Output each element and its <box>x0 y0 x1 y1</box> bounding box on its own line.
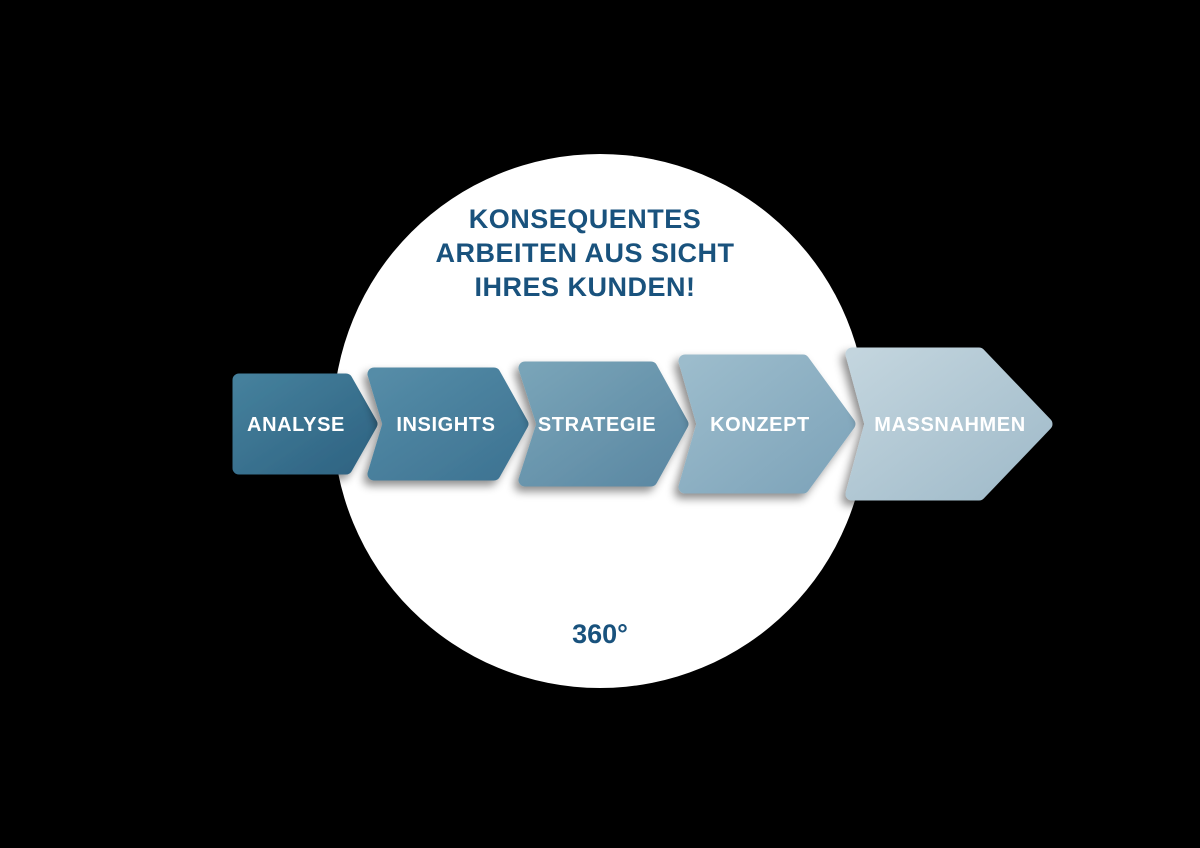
headline-line-3: IHRES KUNDEN! <box>474 272 695 302</box>
step-label-strategie: STRATEGIE <box>538 414 656 436</box>
step-arrow-strategie: STRATEGIE <box>518 361 689 487</box>
degree-label: 360° <box>572 619 628 649</box>
step-label-analyse: ANALYSE <box>247 414 345 436</box>
step-arrow-massnahmen: MASSNAHMEN <box>845 347 1053 501</box>
arrow-shape-konzept <box>678 354 856 494</box>
step-arrow-insights: INSIGHTS <box>367 367 529 481</box>
step-label-massnahmen: MASSNAHMEN <box>874 414 1026 436</box>
headline-line-2: ARBEITEN AUS SICHT <box>435 238 734 268</box>
step-arrow-konzept: KONZEPT <box>678 354 856 494</box>
step-arrow-analyse: ANALYSE <box>232 373 378 475</box>
step-label-insights: INSIGHTS <box>396 414 495 436</box>
arrow-shape-insights <box>367 367 529 481</box>
arrow-shape-analyse <box>232 373 378 475</box>
arrow-shape-massnahmen <box>845 347 1053 501</box>
headline-line-1: KONSEQUENTES <box>469 204 702 234</box>
arrow-shape-strategie <box>518 361 689 487</box>
step-label-konzept: KONZEPT <box>710 414 810 436</box>
